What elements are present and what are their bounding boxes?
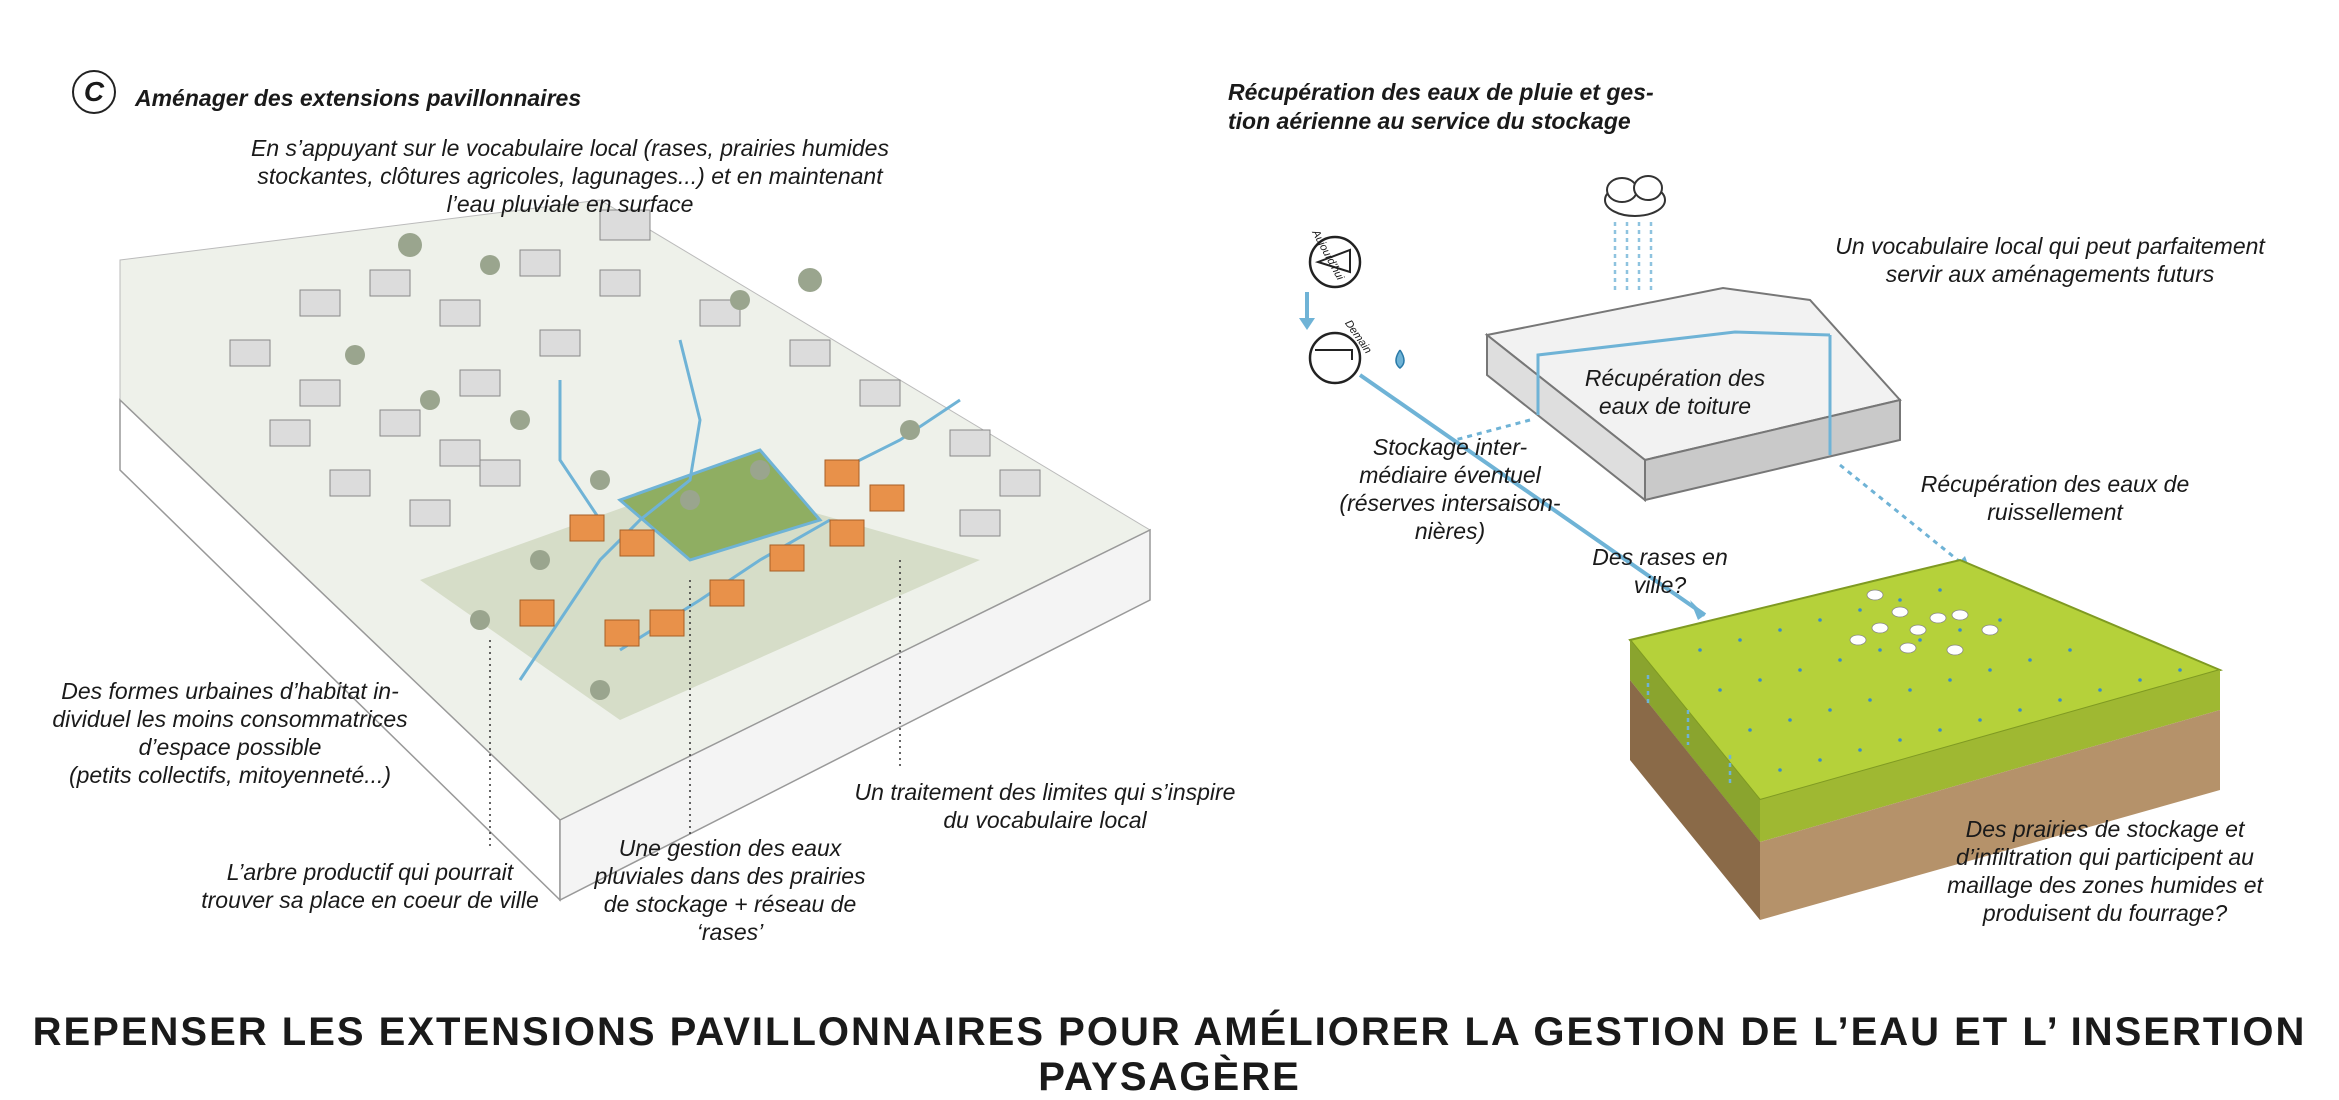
existing-houses [229,209,1041,537]
annotation-line: pluviales dans des prairies [594,863,866,889]
annotation-line: dividuel les moins consommatrices [52,706,408,732]
annotation-line: de stockage + réseau de [603,891,857,917]
annotation-line: (petits collectifs, mitoyenneté...) [68,762,392,788]
annotation-ruissellement: Récupération des eaux de ruissellement [1890,470,2220,526]
annotation-line: (réserves intersaison- [1339,490,1561,516]
rase-network [518,339,702,681]
meadow-block [1628,558,2224,920]
annotation-line: Une gestion des eaux [618,835,842,861]
intro-line: En s’appuyant sur le vocabulaire local (… [251,135,889,161]
annotation-rases: Des rases en ville? [1570,543,1750,599]
annotation-formes-urbaines: Des formes urbaines d’habitat in- dividu… [40,677,420,789]
annotation-line: Des formes urbaines d’habitat in- [61,678,399,704]
left-isometric-block [119,199,1152,902]
annotation-line: servir aux aménagements futurs [1885,261,2215,287]
illustration-layer [119,175,2224,920]
annotation-line: trouver sa place en coeur de ville [201,887,539,913]
rain-cloud [1604,175,1666,290]
annotation-gestion-eaux: Une gestion des eaux pluviales dans des … [580,834,880,946]
annotation-line: Récupération des [1584,365,1766,391]
left-title: Aménager des extensions pavillonnaires [135,85,582,111]
annotation-line: Des prairies de stockage et [1965,816,2245,842]
annotation-line: produisent du fourrage? [1982,900,2228,926]
infiltration-arrows [1646,675,1732,785]
section-badge: C [72,70,116,114]
annotation-vocabulaire: Un vocabulaire local qui peut parfaiteme… [1800,232,2300,288]
annotation-line: Des rases en [1592,544,1728,570]
intro-line: stockantes, clôtures agricoles, lagunage… [257,163,883,189]
annotation-line: Récupération des eaux de [1920,471,2190,497]
annotation-line: eaux de toiture [1598,393,1752,419]
right-title-line: tion aérienne au service du stockage [1228,108,1631,134]
annotation-arbre-productif: L’arbre productif qui pourrait trouver s… [180,858,560,914]
right-title-line: Récupération des eaux de pluie et ges- [1228,79,1654,105]
sheep [1849,589,1999,656]
right-title: Récupération des eaux de pluie et ges- t… [1228,78,1654,136]
annotation-stockage: Stockage inter- médiaire éventuel (réser… [1310,433,1590,545]
intro-line: l’eau pluviale en surface [446,191,694,217]
footer-title: REPENSER LES EXTENSIONS PAVILLONNAIRES P… [32,1010,2307,1099]
left-intro: En s’appuyant sur le vocabulaire local (… [230,134,910,218]
annotation-line: maillage des zones humides et [1947,872,2263,898]
annotation-line: du vocabulaire local [943,807,1147,833]
today-icon-group [1299,235,1405,385]
annotation-line: Un traitement des limites qui s’inspire [854,779,1236,805]
block-front-right [559,528,1151,902]
annotation-line: d’espace possible [138,734,322,760]
infiltration-dots [1698,588,2182,772]
roof-block [1484,286,1902,503]
annotation-line: nières) [1414,518,1486,544]
annotation-line: d’infiltration qui participent au [1956,844,2254,870]
annotation-line: Un vocabulaire local qui peut parfaiteme… [1835,233,2265,259]
annotation-toiture: Récupération des eaux de toiture [1560,364,1790,420]
new-houses [519,459,905,647]
meadow-central [617,448,823,562]
annotation-line: médiaire éventuel [1359,462,1541,488]
annotation-prairies: Des prairies de stockage et d’infiltrati… [1905,815,2305,927]
annotation-line: Stockage inter- [1372,434,1528,460]
annotation-line: L’arbre productif qui pourrait [226,859,514,885]
trees [345,233,920,700]
annotation-line: ‘rases’ [696,919,764,945]
annotation-limites: Un traitement des limites qui s’inspire … [835,778,1255,834]
rase-network-4 [839,398,961,472]
rase-network-2 [558,380,602,521]
annotation-line: ruissellement [1987,499,2123,525]
annotation-line: ville? [1633,572,1687,598]
